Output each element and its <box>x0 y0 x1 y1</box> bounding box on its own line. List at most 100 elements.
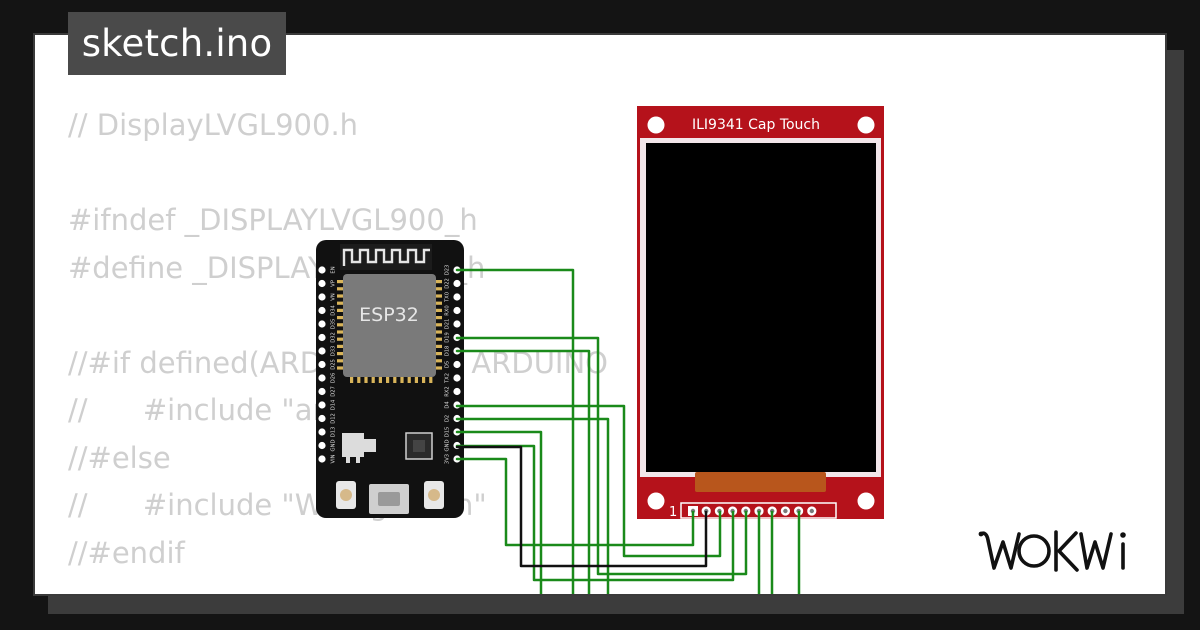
esp32-pin-label: D18 <box>445 346 451 357</box>
esp32-pin-hole[interactable] <box>318 266 326 274</box>
chip-pad <box>337 366 343 370</box>
chip-pad <box>337 294 343 298</box>
esp32-label: ESP32 <box>359 304 419 326</box>
ili9341-display[interactable]: ILI9341 Cap Touch 1 <box>637 106 884 520</box>
esp32-pin-hole[interactable] <box>318 428 326 436</box>
code-line: // DisplayLVGL900.h <box>68 108 359 142</box>
esp32-pin-label: D4 <box>445 401 451 409</box>
esp32-pin-hole[interactable] <box>318 401 326 409</box>
chip-pad <box>436 316 442 320</box>
esp32-pin-label: TX2 <box>445 373 451 384</box>
wifi-antenna-icon <box>340 244 432 270</box>
wire <box>455 349 591 594</box>
esp32-pin-hole[interactable] <box>453 387 461 396</box>
esp32-pin-hole[interactable] <box>318 360 326 369</box>
esp32-pin-hole[interactable] <box>453 320 461 328</box>
file-tab[interactable]: sketch.ino <box>68 12 286 75</box>
en-button[interactable] <box>336 481 356 509</box>
esp32-left-pins <box>318 266 326 463</box>
wires <box>455 268 801 594</box>
esp32-pin-label: D35 <box>331 319 337 330</box>
voltage-regulator <box>342 433 376 463</box>
mount-hole <box>857 492 875 510</box>
chip-pad <box>337 330 343 334</box>
esp32-pin-label: D32 <box>331 332 337 343</box>
chip-pad <box>436 308 442 312</box>
esp32-pin-hole[interactable] <box>318 374 326 382</box>
chip-pad <box>414 377 418 383</box>
chip-pad <box>436 344 442 348</box>
esp32-pin-hole[interactable] <box>453 374 461 382</box>
display-title: ILI9341 Cap Touch <box>692 117 820 133</box>
esp32-pin-hole[interactable] <box>453 279 461 288</box>
esp32-pin-label: D13 <box>331 427 337 438</box>
chip-pad <box>357 377 361 383</box>
esp32-pin-label: 3V3 <box>445 454 451 464</box>
esp32-pin-label: VN <box>331 293 337 301</box>
esp32-pin-hole[interactable] <box>318 293 326 301</box>
chip-pad <box>337 287 343 291</box>
esp32-right-pin-labels: D23D22TX0RX0D21D19D18D5TX2RX2D4D2D15GND3… <box>445 265 451 464</box>
wire <box>455 268 575 594</box>
esp32-pin-label: D19 <box>445 332 451 343</box>
esp32-board[interactable]: ESP32 ENVPVND34D35D32D33D25D26D27D14D12D… <box>316 240 464 518</box>
code-line: //#endif <box>68 535 185 570</box>
esp32-pin-hole[interactable] <box>453 293 461 301</box>
esp32-pin-hole[interactable] <box>318 441 326 450</box>
esp32-pin-label: D5 <box>445 361 451 368</box>
chip-pad <box>436 280 442 284</box>
esp32-pin-label: D26 <box>331 373 337 384</box>
esp32-pin-hole[interactable] <box>318 333 326 342</box>
chip-pad <box>436 294 442 298</box>
chip-pad <box>429 377 433 383</box>
esp32-pin-label: D12 <box>331 413 337 424</box>
chip-pad <box>400 377 404 383</box>
esp32-pin-hole[interactable] <box>453 360 461 369</box>
esp32-pin-label: D23 <box>445 265 451 276</box>
esp32-pin-label: D34 <box>331 305 337 316</box>
chip-pad <box>386 377 390 383</box>
esp32-pin-hole[interactable] <box>318 387 326 396</box>
usb-port <box>369 484 409 514</box>
esp32-pin-label: RX2 <box>445 386 451 396</box>
esp32-pin-hole[interactable] <box>318 455 326 463</box>
chip-pad <box>337 323 343 327</box>
esp32-pin-label: D21 <box>445 319 451 330</box>
esp32-pin-label: GND <box>331 440 337 452</box>
boot-button[interactable] <box>424 481 444 509</box>
chip-pad <box>337 337 343 341</box>
esp32-pin-label: VIN <box>331 454 337 463</box>
display-pin-hole <box>783 508 788 514</box>
code-line: #ifndef _DISPLAYLVGL900_h <box>68 203 478 237</box>
mount-hole <box>647 492 665 510</box>
pin1-label: 1 <box>669 505 677 520</box>
lcd-screen <box>646 143 876 472</box>
esp32-pin-hole[interactable] <box>453 306 461 315</box>
esp32-pin-label: D33 <box>331 346 337 357</box>
chip-pad <box>337 280 343 284</box>
esp32-pin-hole[interactable] <box>318 279 326 288</box>
chip-pad <box>436 366 442 370</box>
chip-pad <box>378 377 382 383</box>
esp32-pin-hole[interactable] <box>318 306 326 315</box>
chip-pad <box>436 301 442 305</box>
chip-pad <box>393 377 397 383</box>
wire <box>455 445 708 568</box>
esp32-pin-label: D22 <box>445 278 451 289</box>
chip-pads <box>337 280 442 383</box>
esp32-pin-hole[interactable] <box>318 347 326 355</box>
code-line: //#else <box>68 440 171 475</box>
chip-pad <box>436 287 442 291</box>
chip-pad <box>422 377 426 383</box>
esp32-pin-hole[interactable] <box>318 320 326 328</box>
mount-hole <box>647 116 665 134</box>
chip-pad <box>407 377 411 383</box>
wire <box>455 417 610 594</box>
esp32-pin-label: VP <box>331 280 337 287</box>
esp32-pin-label: D25 <box>331 359 337 370</box>
chip-pad <box>337 308 343 312</box>
wire <box>455 404 722 558</box>
esp32-pin-hole[interactable] <box>318 414 326 423</box>
esp32-left-pin-labels: ENVPVND34D35D32D33D25D26D27D14D12D13GNDV… <box>331 266 337 463</box>
esp32-pin-label: D15 <box>445 427 451 438</box>
